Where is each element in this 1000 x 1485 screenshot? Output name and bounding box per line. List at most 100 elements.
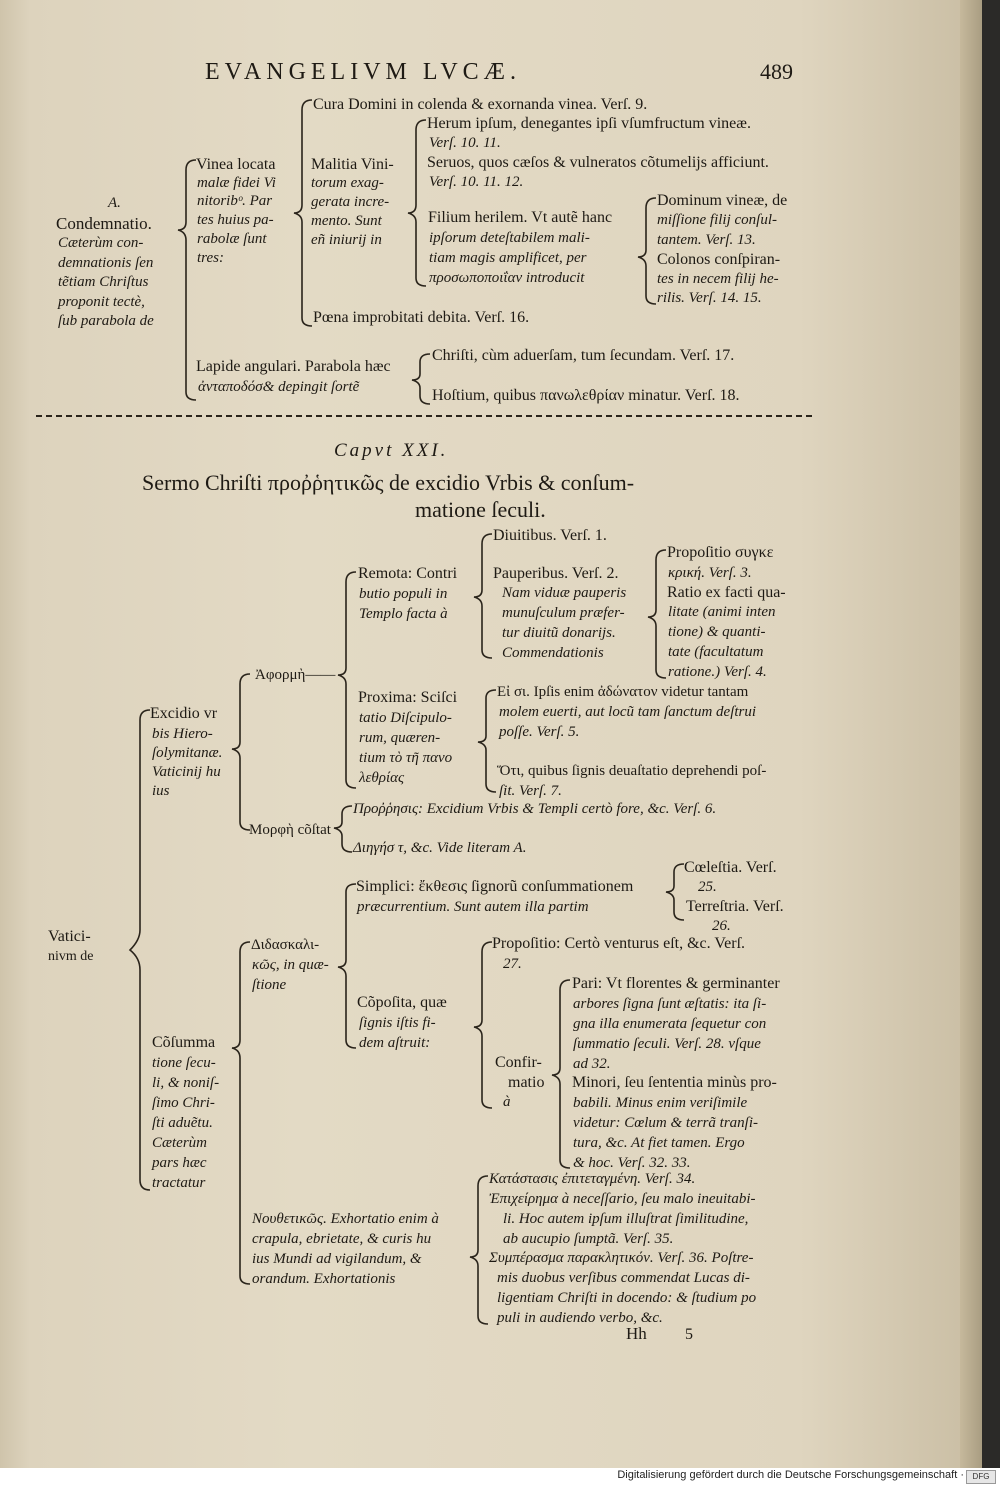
node-seruos: Seruos, quos cæſos & vulneratos cõtumeli…: [427, 154, 769, 171]
node-excidio-line3: ſolymitanæ.: [152, 745, 223, 761]
chapter-heading: Capvt XXI.: [334, 440, 449, 461]
node-lapide-line2: ἀνταποδόσ& depingit ſortẽ: [198, 379, 360, 395]
node-didaskalikos-line1: Διδασκαλι-: [251, 937, 320, 953]
node-composita-line2: ſignis iſtis fi-: [359, 1015, 436, 1031]
node-filium-line1: Filium herilem. Vt autẽ hanc: [428, 209, 613, 226]
node-malitia-line1: Malitia Vini-: [311, 156, 394, 173]
node-eisi-line1: Εἰ σι. Ipſis enim ἀδώνατον videtur tanta…: [497, 684, 749, 700]
node-proxima-line1: Proxima: Sciſci: [358, 689, 458, 706]
node-nouthetikos-line3: ius Mundi ad vigilandum, &: [252, 1251, 422, 1267]
node-epicheirema-line1: Ἐπιχείρημα à neceſſario, ſeu malo ineuit…: [489, 1191, 756, 1207]
node-filium-line4: προσωποποιΐαν introducit: [429, 270, 585, 286]
node-condemnatio-line2: Cæterùm con-: [58, 235, 144, 251]
node-malitia-line4: mento. Sunt: [311, 213, 382, 229]
node-composita-line1: Cõpoſita, quæ: [357, 994, 447, 1011]
node-vaticinium-line2: nivm de: [48, 949, 94, 964]
node-christi: Chriſti, cùm aduerſam, tum ſecundam. Ver…: [432, 347, 735, 364]
node-symperasma-line3: ligentiam Chriſti in docendo: & ſtudium …: [497, 1290, 757, 1306]
chapter-title-line2: matione ſeculi.: [415, 497, 546, 522]
node-consummatione-line6: Cæterùm: [152, 1135, 208, 1151]
node-confirmatio-line1: Confir-: [495, 1054, 542, 1071]
node-consummatione-line4: ſimo Chri-: [152, 1095, 215, 1111]
node-katastasis: Κατάστασις ἐπιτεταγμένη. Verſ. 34.: [489, 1171, 696, 1187]
node-morphe: Μορφὴ cõſtat: [249, 822, 331, 838]
dfg-logo: DFG: [966, 1470, 996, 1484]
node-nam-line4: Commendationis: [502, 645, 604, 661]
node-proxima-line5: λεθρίας: [359, 770, 405, 786]
node-condemnatio: Condemnatio.: [56, 214, 152, 233]
node-ratio-line3: tione) & quanti-: [668, 624, 766, 640]
node-propositio1: Propoſitio συγκε: [667, 544, 774, 561]
node-excidio-line1: Excidio vr: [150, 705, 218, 722]
node-hostium: Hoſtium, quibus πανωλεθρίαν minatur. Ver…: [432, 387, 740, 404]
signature-number: 5: [685, 1326, 693, 1343]
node-vinea-line2: malæ fidei Vi: [197, 175, 276, 191]
node-vinea-line6: tres:: [197, 250, 224, 266]
node-consummatione-line2: tione ſecu-: [152, 1055, 216, 1071]
node-cura: Cura Domini in colenda & exornanda vinea…: [313, 96, 648, 113]
page-number: 489: [760, 59, 793, 84]
node-terrestria: Terreſtria. Verſ.: [686, 898, 784, 915]
node-vaticinium-line1: Vatici-: [48, 928, 91, 945]
node-condemnatio-line3: demnationis ſen: [58, 255, 154, 271]
node-consummatione-line8: tractatur: [152, 1175, 206, 1191]
footer-credit: Digitalisierung gefördert durch die Deut…: [617, 1469, 964, 1481]
page-edge-shadow: [960, 0, 982, 1468]
node-consummatione-line1: Cõſumma: [152, 1034, 216, 1051]
node-remota-line3: Templo facta à: [359, 606, 448, 622]
node-nouthetikos-line1: Νουθετικῶς. Exhortatio enim à: [252, 1211, 439, 1227]
node-seruos-vers: Verſ. 10. 11. 12.: [429, 174, 524, 190]
node-vinea-line5: rabolæ ſunt: [197, 231, 267, 247]
node-dominum-line3: tantem. Verſ. 13.: [657, 232, 756, 248]
node-excidio-line4: Vaticinij hu: [152, 764, 221, 780]
node-eisi-line3: poſſe. Verſ. 5.: [499, 724, 580, 740]
node-propositio1-vers: κρική. Verſ. 3.: [668, 565, 752, 581]
node-malitia-line3: gerata incre-: [311, 194, 390, 210]
node-minori-line1: Minori, ſeu ſententia minùs pro-: [572, 1074, 777, 1091]
node-excidio-line5: ius: [152, 783, 170, 799]
node-pauperibus: Pauperibus. Verſ. 2.: [493, 565, 619, 582]
node-didaskalikos-line2: κῶς, in quæ-: [252, 957, 329, 973]
chapter-title-line1: Sermo Chriſti προῤῥητικῶς de excidio Vrb…: [142, 470, 635, 495]
node-poena: Pœna improbitati debita. Verſ. 16.: [313, 309, 530, 326]
section-divider: [36, 415, 812, 417]
node-minori-line2: babili. Minus enim veriſimile: [573, 1095, 748, 1111]
node-confirmatio-line3: à: [503, 1094, 511, 1110]
node-ratio-line2: litate (animi inten: [668, 604, 776, 620]
node-condemnatio-line4: tẽtiam Chriſtus: [58, 274, 149, 290]
node-pari-line3: gna illa enumerata ſequetur con: [573, 1016, 767, 1032]
node-colonos-line2: tes in necem filij he-: [657, 271, 779, 287]
node-symperasma-line4: puli in audiendo verbo, &c.: [497, 1310, 663, 1326]
node-pari-line2: arbores ſigna ſunt æſtatis: ita ſi-: [573, 996, 767, 1012]
node-confirmatio-line2: matio: [508, 1074, 545, 1091]
node-ratio-line5: ratione.) Verſ. 4.: [668, 664, 767, 680]
letter-a-label: A.: [108, 195, 121, 211]
node-lapide-line1: Lapide angulari. Parabola hæc: [196, 358, 391, 375]
node-caelestia: Cœleſtia. Verſ.: [684, 859, 777, 876]
node-simplici-line1: Simplici: ἔκθεσις ſignorũ conſummationem: [356, 878, 634, 895]
node-epicheirema-line3: ab aucupio ſumptã. Verſ. 35.: [503, 1231, 674, 1247]
node-remota-line1: Remota: Contri: [358, 565, 458, 582]
node-ratio-line1: Ratio ex facti qua-: [667, 584, 786, 601]
node-filium-line3: tiam magis amplificet, per: [429, 250, 587, 266]
node-propositio2-vers: 27.: [503, 956, 522, 972]
node-condemnatio-line6: ſub parabola de: [58, 313, 154, 329]
node-vinea-line4: tes huius pa-: [197, 212, 274, 228]
node-nam-line1: Nam viduæ pauperis: [502, 585, 627, 601]
node-dominum-line2: miſſione filij conſul-: [657, 212, 777, 228]
node-oti-line2: ſit. Verſ. 7.: [499, 783, 562, 799]
node-vinea-line1: Vinea locata: [196, 156, 276, 173]
node-colonos-line1: Colonos conſpiran-: [657, 251, 781, 268]
node-eisi-line2: molem euerti, aut locũ tam ſanctum deſtr…: [499, 704, 757, 720]
node-composita-line3: dem aſtruit:: [359, 1035, 431, 1051]
node-caelestia-vers: 25.: [698, 879, 717, 895]
node-nouthetikos-line2: crapula, ebrietate, & curis hu: [252, 1231, 432, 1247]
node-minori-line3: videtur: Cœlum & terrã tranſi-: [573, 1115, 758, 1131]
node-minori-line4: tura, &c. At fiet tamen. Ergo: [573, 1135, 745, 1151]
node-herum: Herum ipſum, denegantes ipſi vſumfructum…: [427, 115, 751, 132]
node-malitia-line2: torum exag-: [311, 175, 384, 191]
node-terrestria-vers: 26.: [712, 918, 731, 934]
node-minori-line5: & hoc. Verſ. 32. 33.: [573, 1155, 691, 1171]
node-pari-line5: ad 32.: [573, 1056, 611, 1072]
